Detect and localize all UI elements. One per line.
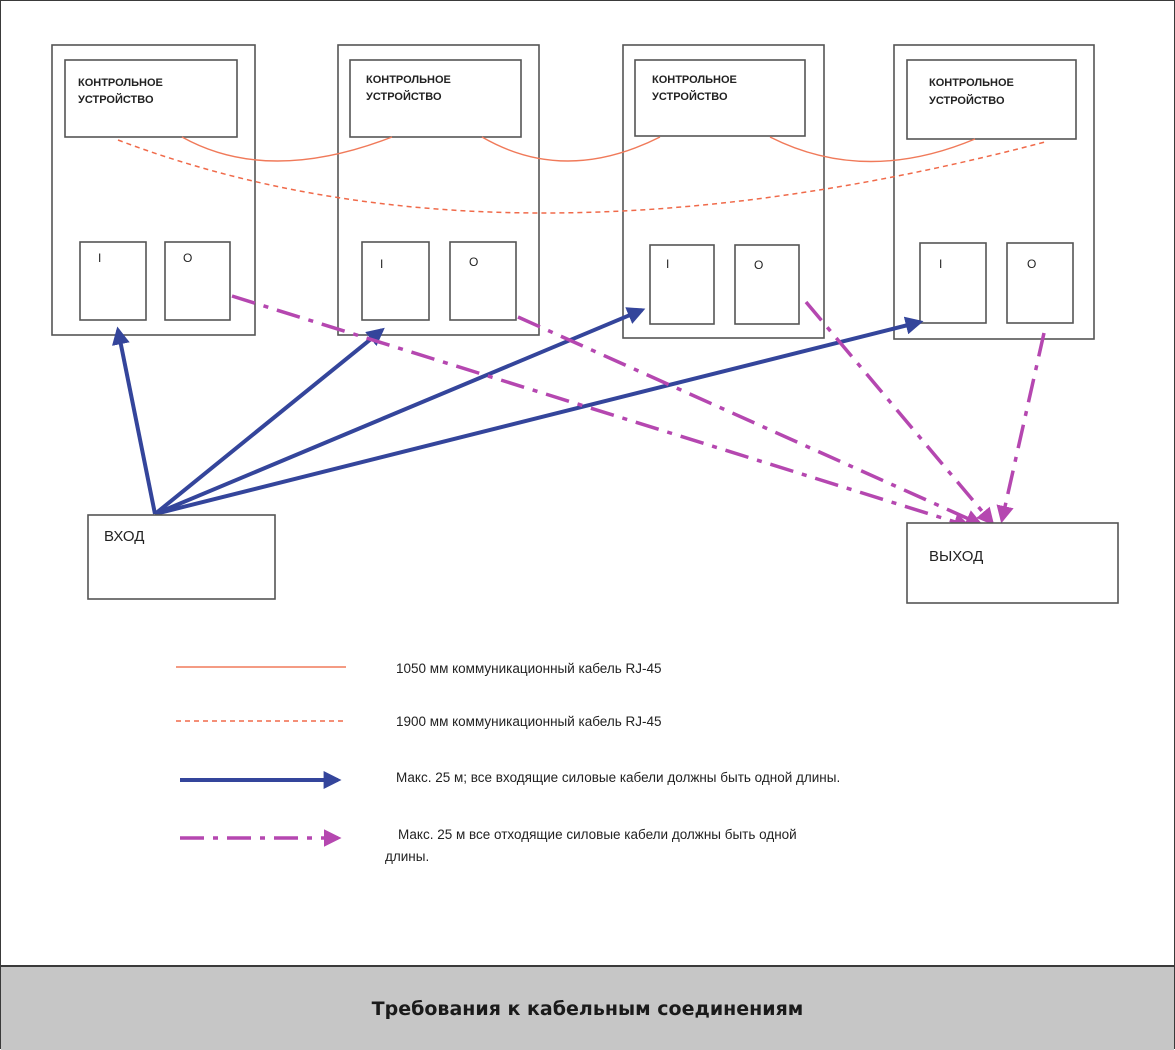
input-socket	[361, 241, 430, 321]
input-socket-label: I	[380, 257, 383, 271]
input-socket	[649, 244, 715, 325]
rj45-cable-1050mm-2-3	[481, 136, 661, 162]
output-power-cable-4	[996, 332, 1046, 524]
output-power-cable-2	[517, 315, 984, 527]
figure-caption: Требования к кабельным соединениям	[371, 997, 804, 1020]
legend-item-output-power-line2: длины.	[385, 849, 429, 864]
output-box-label: ВЫХОД	[929, 548, 983, 565]
input-power-cable-2	[153, 327, 385, 516]
input-box-label: ВХОД	[104, 528, 144, 545]
unit-3: КОНТРОЛЬНОЕ УСТРОЙСТВО I O	[622, 44, 825, 339]
unit-2: КОНТРОЛЬНОЕ УСТРОЙСТВО I O	[337, 44, 540, 336]
input-socket	[919, 242, 987, 324]
output-socket	[1006, 242, 1074, 324]
controller-box	[634, 59, 806, 137]
output-socket	[734, 244, 800, 325]
unit-4: КОНТРОЛЬНОЕ УСТРОЙСТВО I O	[893, 44, 1095, 340]
caption-bar: Требования к кабельным соединениям	[1, 965, 1174, 1050]
unit-1: КОНТРОЛЬНОЕ УСТРОЙСТВО I O	[51, 44, 256, 336]
legend-item-short-cable: 1050 мм коммуникационный кабель RJ-45	[396, 661, 662, 676]
output-socket	[164, 241, 231, 321]
output-socket-label: O	[183, 251, 192, 265]
controller-label-line2: УСТРОЙСТВО	[652, 90, 728, 103]
cabling-diagram: КОНТРОЛЬНОЕ УСТРОЙСТВО I O КОНТРОЛЬНОЕ У…	[51, 44, 1119, 864]
input-socket-label: I	[666, 257, 669, 271]
controller-label-line2: УСТРОЙСТВО	[366, 90, 442, 103]
controller-label-line1: КОНТРОЛЬНОЕ	[78, 77, 163, 89]
input-socket-label: I	[98, 251, 101, 265]
output-socket	[449, 241, 517, 321]
output-box: ВЫХОД	[906, 522, 1119, 604]
rj45-cable-1900mm-1-4	[117, 139, 1046, 214]
input-power-cable-3	[154, 307, 646, 516]
legend-item-input-power: Макс. 25 м; все входящие силовые кабели …	[396, 770, 840, 785]
controller-label-line2: УСТРОЙСТВО	[929, 94, 1005, 107]
input-socket	[79, 241, 147, 321]
legend: 1050 мм коммуникационный кабель RJ-45 19…	[176, 661, 840, 864]
legend-item-long-cable: 1900 мм коммуникационный кабель RJ-45	[396, 714, 662, 729]
output-power-cable-1	[231, 294, 972, 531]
controller-box	[349, 59, 522, 138]
output-socket-label: O	[469, 255, 478, 269]
controller-label-line1: КОНТРОЛЬНОЕ	[652, 74, 737, 86]
output-box-frame	[906, 522, 1119, 604]
controller-box	[906, 59, 1077, 140]
output-socket-label: O	[1027, 257, 1036, 271]
output-socket-label: O	[754, 258, 763, 272]
input-power-cable-1	[112, 326, 157, 515]
legend-item-output-power-line1: Макс. 25 м все отходящие силовые кабели …	[398, 827, 797, 842]
input-box: ВХОД	[87, 514, 276, 600]
input-power-cable-4	[154, 316, 924, 516]
controller-label-line1: КОНТРОЛЬНОЕ	[366, 74, 451, 86]
input-box-frame	[87, 514, 276, 600]
rj45-cable-1050mm-3-4	[769, 136, 976, 163]
output-power-cable-3	[804, 300, 995, 526]
rj45-cable-1050mm-1-2	[181, 136, 393, 162]
input-socket-label: I	[939, 257, 942, 271]
controller-box	[64, 59, 238, 138]
controller-label-line2: УСТРОЙСТВО	[78, 93, 154, 106]
controller-label-line1: КОНТРОЛЬНОЕ	[929, 77, 1014, 89]
